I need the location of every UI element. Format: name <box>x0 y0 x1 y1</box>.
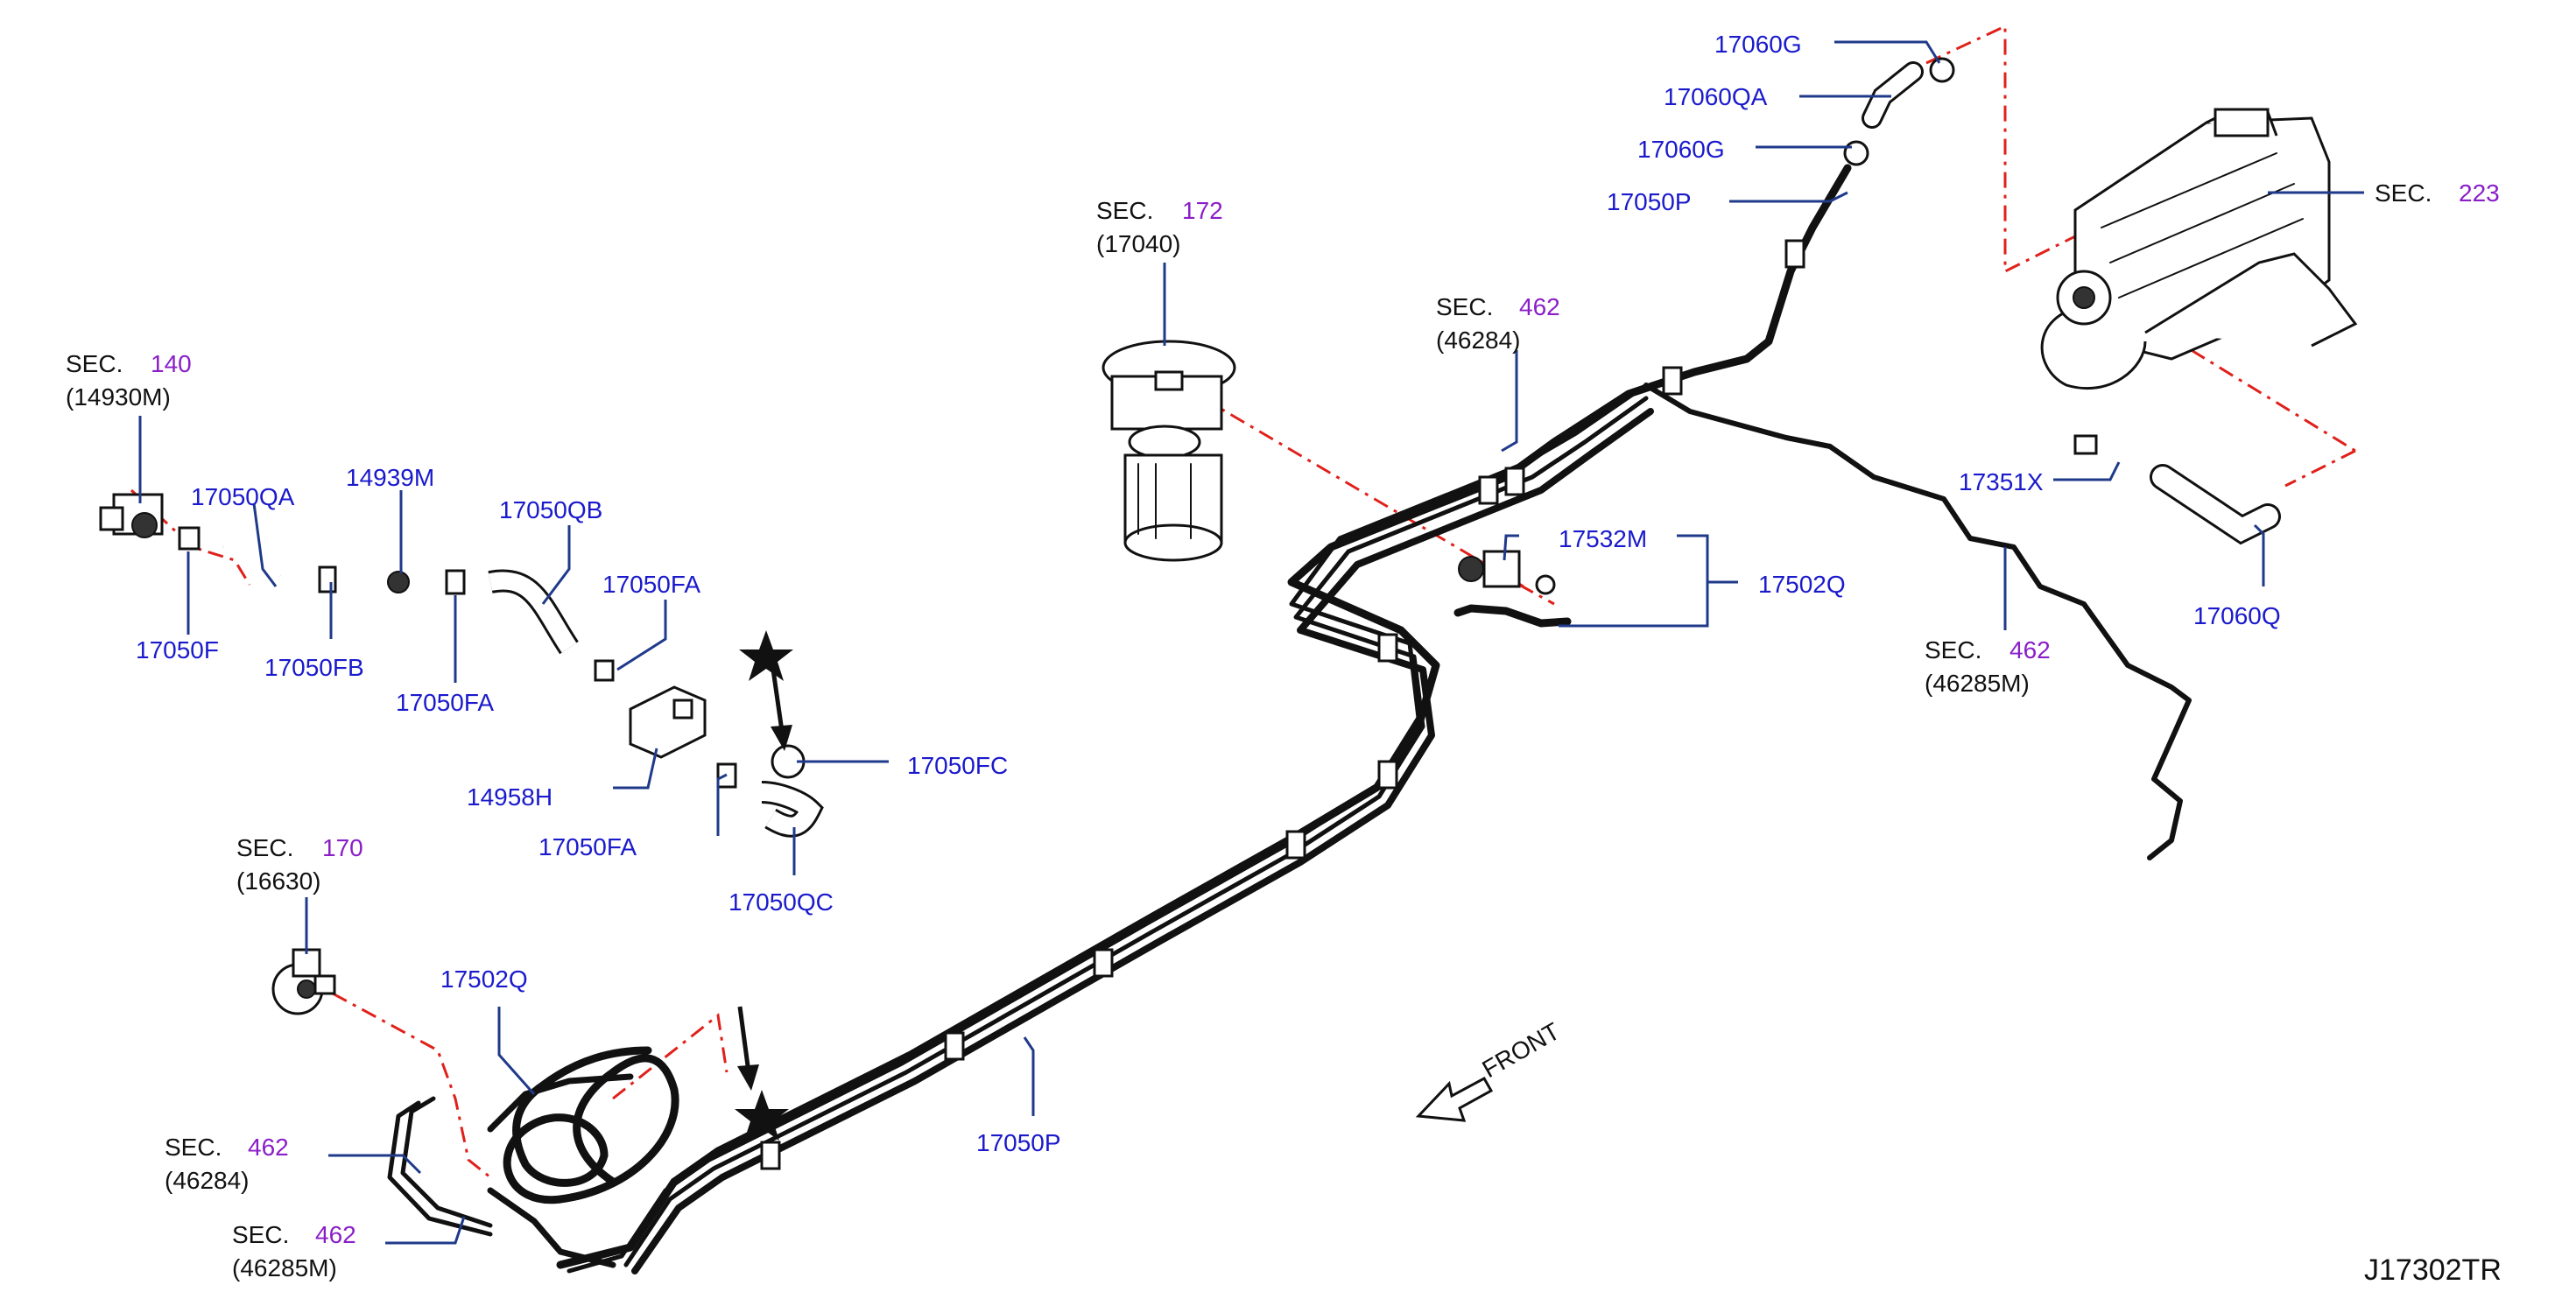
front-direction-arrow: FRONT <box>1415 1017 1565 1122</box>
part-label-17050fc: 17050FC <box>907 752 1008 779</box>
reference-lines <box>130 24 2356 1179</box>
svg-text:SEC.: SEC. <box>165 1134 222 1161</box>
section-ref-462-lower-a: SEC. 462 (46284) <box>165 1134 289 1194</box>
svg-text:(14930M): (14930M) <box>66 383 171 411</box>
section-ref-170: SEC. 170 (16630) <box>236 834 363 895</box>
diagram-code: J17302TR <box>2364 1253 2502 1287</box>
svg-text:462: 462 <box>2009 636 2051 664</box>
part-label-17050p-bottom: 17050P <box>976 1129 1061 1156</box>
section-ref-462-right: SEC. 462 (46285M) <box>1925 636 2051 697</box>
svg-text:SEC.: SEC. <box>1925 636 1981 664</box>
part-label-17060q: 17060Q <box>2193 602 2281 629</box>
svg-text:SEC.: SEC. <box>236 834 293 861</box>
svg-text:(16630): (16630) <box>236 867 321 895</box>
evap-canister <box>2040 108 2358 390</box>
section-ref-223: SEC. 223 <box>2375 179 2500 207</box>
svg-text:SEC.: SEC. <box>1096 197 1153 224</box>
part-label-14958h: 14958H <box>467 783 553 811</box>
part-label-17050fa-upper: 17050FA <box>602 571 700 598</box>
small-fittings <box>178 57 2281 838</box>
sec170-component <box>271 948 336 1015</box>
tube-clips <box>760 239 1805 1170</box>
fuel-filter <box>629 685 707 759</box>
section-refs: SEC. 223 SEC. 172 (17040) SEC. 462 (4628… <box>66 179 2500 1281</box>
svg-text:223: 223 <box>2459 179 2500 207</box>
svg-text:SEC.: SEC. <box>232 1221 289 1248</box>
svg-text:(46285M): (46285M) <box>1925 670 2030 697</box>
part-label-17351x: 17351X <box>1959 468 2044 495</box>
part-label-17502q-left: 17502Q <box>440 965 528 993</box>
star-marker <box>735 1090 789 1141</box>
sec140-component <box>99 493 164 538</box>
svg-text:(17040): (17040) <box>1096 230 1181 257</box>
part-label-17050fb: 17050FB <box>264 654 364 681</box>
part-label-17050qc: 17050QC <box>728 888 834 916</box>
part-labels: 17060G 17060QA 17060G 17050P 17050QA 149… <box>136 31 2281 1156</box>
part-label-17050fa-lower: 17050FA <box>538 833 637 860</box>
section-ref-140: SEC. 140 (14930M) <box>66 350 192 411</box>
leader-lines <box>138 40 2364 1245</box>
main-tube-bundle <box>387 164 2192 1274</box>
part-label-17060g-top: 17060G <box>1714 31 1802 58</box>
fuel-pump-assembly <box>1101 340 1236 562</box>
part-label-17050qb: 17050QB <box>499 496 602 523</box>
svg-text:462: 462 <box>248 1134 289 1161</box>
part-label-14939m: 14939M <box>346 464 434 491</box>
svg-text:(46284): (46284) <box>1436 327 1521 354</box>
svg-text:SEC.: SEC. <box>2375 179 2432 207</box>
svg-text:462: 462 <box>1519 293 1560 320</box>
section-ref-172: SEC. 172 (17040) <box>1096 197 1223 257</box>
part-label-17532m: 17532M <box>1559 525 1647 552</box>
part-label-17050p-top: 17050P <box>1607 188 1692 215</box>
svg-text:172: 172 <box>1182 197 1223 224</box>
svg-text:140: 140 <box>151 350 192 377</box>
svg-text:SEC.: SEC. <box>66 350 123 377</box>
section-ref-462-upper: SEC. 462 (46284) <box>1436 293 1560 354</box>
part-label-17060qa: 17060QA <box>1664 83 1768 110</box>
svg-text:170: 170 <box>322 834 363 861</box>
part-label-17050f: 17050F <box>136 636 219 664</box>
part-label-17050qa: 17050QA <box>191 483 295 510</box>
part-label-17060g: 17060G <box>1637 136 1725 163</box>
section-ref-462-lower-b: SEC. 462 (46285M) <box>232 1221 356 1281</box>
svg-text:462: 462 <box>315 1221 356 1248</box>
svg-text:SEC.: SEC. <box>1436 293 1493 320</box>
front-label: FRONT <box>1478 1017 1565 1083</box>
svg-text:(46284): (46284) <box>165 1167 250 1194</box>
part-label-17050fa-middle: 17050FA <box>396 689 494 716</box>
pointer-arrows <box>737 663 792 1091</box>
svg-text:(46285M): (46285M) <box>232 1254 337 1281</box>
star-marker <box>739 630 793 681</box>
part-label-17502q-right: 17502Q <box>1758 571 1846 598</box>
